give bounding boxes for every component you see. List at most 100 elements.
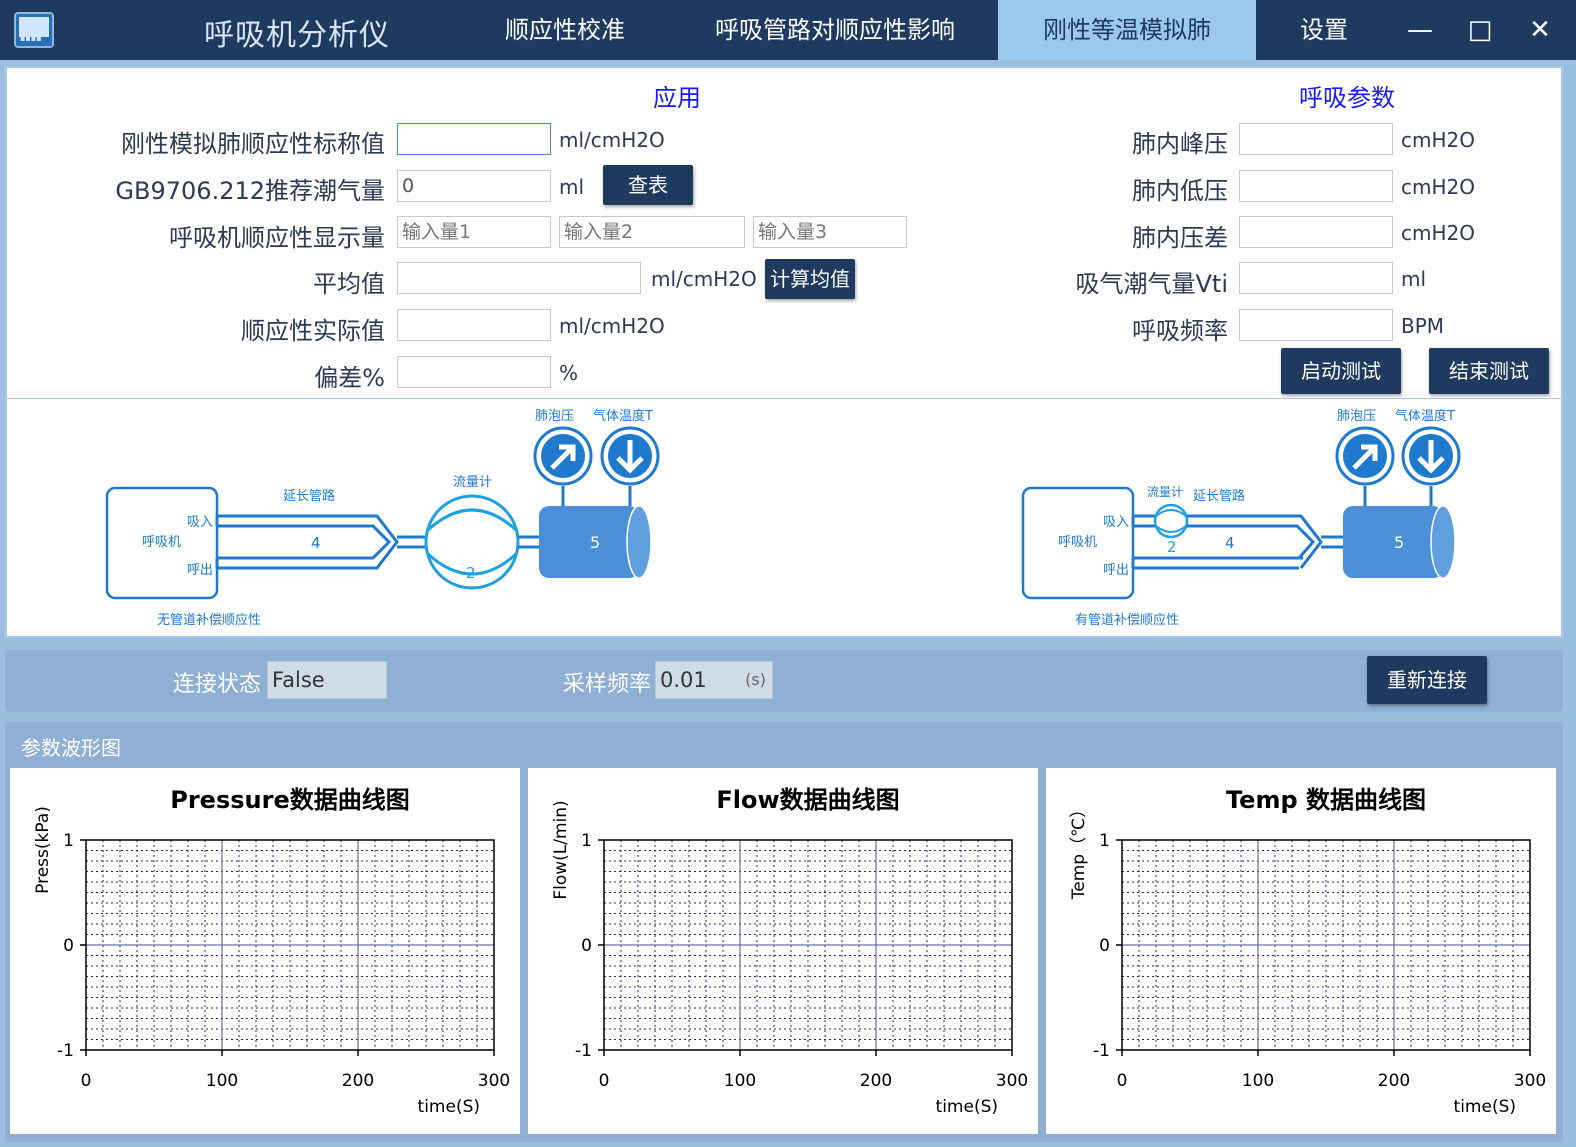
chart-title: Temp 数据曲线图: [1226, 786, 1426, 814]
y-tick-label: 0: [63, 936, 74, 956]
main-panel: 应用 呼吸参数 刚性模拟肺顺应性标称值 ml/cmH2O GB9706.212推…: [5, 66, 1563, 638]
lung-number: 5: [1394, 533, 1404, 552]
alveolar-pressure-label: 肺泡压: [1337, 409, 1376, 424]
nominal-input[interactable]: [397, 123, 551, 155]
tube-number: 4: [1225, 534, 1235, 552]
close-button[interactable]: ✕: [1529, 15, 1551, 45]
y-tick-label: 0: [581, 936, 592, 956]
tidal-label: GB9706.212推荐潮气量: [115, 177, 385, 205]
monitor-icon: ▪▪▪▪: [14, 12, 54, 48]
input-2[interactable]: 输入量2: [559, 216, 745, 248]
gas-temp-label: 气体温度T: [1395, 408, 1455, 424]
breath-params-title: 呼吸参数: [1299, 84, 1395, 112]
low-pressure-input[interactable]: [1239, 170, 1393, 202]
tidal-unit: ml: [559, 175, 585, 199]
tab-settings[interactable]: 设置: [1300, 16, 1348, 44]
alveolar-pressure-label: 肺泡压: [535, 409, 574, 424]
calc-average-button[interactable]: 计算均值: [765, 259, 855, 299]
ventilator-label: 呼吸机: [1058, 535, 1097, 550]
nominal-label: 刚性模拟肺顺应性标称值: [121, 130, 385, 158]
flowmeter-number: 2: [1167, 538, 1177, 556]
start-test-button[interactable]: 启动测试: [1281, 348, 1401, 394]
peak-pressure-input[interactable]: [1239, 123, 1393, 155]
sample-rate-input[interactable]: 0.01 (s): [655, 661, 773, 699]
x-tick-label: 300: [996, 1071, 1028, 1091]
chart-title: Pressure数据曲线图: [170, 786, 409, 814]
deviation-label: 偏差%: [314, 364, 385, 392]
input-3[interactable]: 输入量3: [753, 216, 907, 248]
input-1[interactable]: 输入量1: [397, 216, 551, 248]
x-tick-label: 300: [1514, 1071, 1546, 1091]
tab-rigid-isothermal-lung[interactable]: 刚性等温模拟肺: [998, 0, 1256, 60]
resp-rate-label: 呼吸频率: [1132, 317, 1228, 345]
diagram-without-compensation: 呼吸机 吸入 呼出 延长管路 4 流量计 2 5 肺泡压 气体温度T 无管道补偿…: [105, 408, 660, 628]
x-tick-label: 200: [1378, 1071, 1410, 1091]
app-title: 呼吸机分析仪: [204, 18, 390, 53]
x-tick-label: 0: [81, 1071, 92, 1091]
sample-rate-value: 0.01: [660, 668, 707, 692]
deviation-unit: %: [559, 361, 579, 385]
diagram-with-compensation: 呼吸机 吸入 呼出 流量计 延长管路 2 4 5 肺泡压 气体温度T 有管道补偿…: [1021, 408, 1461, 628]
average-input[interactable]: [397, 262, 641, 294]
x-tick-label: 200: [860, 1071, 892, 1091]
x-tick-label: 100: [724, 1071, 756, 1091]
minimize-button[interactable]: —: [1407, 15, 1433, 45]
peak-pressure-unit: cmH2O: [1401, 128, 1475, 152]
y-tick-label: -1: [1093, 1041, 1110, 1061]
lung-cylinder-icon: [1343, 506, 1443, 578]
lung-number: 5: [590, 533, 600, 552]
flowmeter-icon: [1153, 503, 1189, 539]
actual-input[interactable]: [397, 309, 551, 341]
x-tick-label: 100: [206, 1071, 238, 1091]
vti-input[interactable]: [1239, 262, 1393, 294]
flowmeter-icon: [424, 494, 520, 590]
reconnect-button[interactable]: 重新连接: [1367, 656, 1487, 704]
display-label: 呼吸机顺应性显示量: [169, 224, 385, 252]
y-tick-label: 1: [63, 831, 74, 851]
flowmeter-number: 2: [466, 564, 476, 582]
nominal-unit: ml/cmH2O: [559, 128, 665, 152]
inhale-label: 吸入: [1103, 515, 1129, 530]
x-tick-label: 300: [478, 1071, 510, 1091]
title-bar: ▪▪▪▪ 呼吸机分析仪 顺应性校准 呼吸管路对顺应性影响 刚性等温模拟肺 设置 …: [0, 0, 1576, 60]
lung-cylinder-icon: [539, 506, 639, 578]
tab-compliance-calibration[interactable]: 顺应性校准: [505, 16, 625, 44]
low-pressure-label: 肺内低压: [1132, 177, 1228, 205]
y-axis-label: Press(kPa): [33, 806, 53, 894]
pressure-diff-input[interactable]: [1239, 216, 1393, 248]
resp-rate-input[interactable]: [1239, 309, 1393, 341]
flowmeter-label: 流量计: [1147, 485, 1183, 499]
pressure-diff-label: 肺内压差: [1132, 224, 1228, 252]
gas-temp-label: 气体温度T: [593, 408, 653, 424]
tube-label: 延长管路: [283, 488, 335, 504]
y-axis-label: Flow(L/min): [551, 800, 571, 899]
exhale-label: 呼出: [1103, 563, 1129, 578]
deviation-input[interactable]: [397, 356, 551, 388]
application-title: 应用: [653, 84, 701, 112]
average-unit: ml/cmH2O: [651, 267, 757, 291]
vti-label: 吸气潮气量Vti: [1075, 270, 1229, 298]
flowmeter-label: 流量计: [453, 475, 492, 490]
y-tick-label: 1: [581, 831, 592, 851]
tube-label: 延长管路: [1193, 488, 1245, 504]
tidal-input[interactable]: 0: [397, 170, 551, 202]
connection-value: False: [267, 661, 387, 699]
resp-rate-unit: BPM: [1401, 314, 1445, 338]
pressure-diff-unit: cmH2O: [1401, 221, 1475, 245]
connection-label: 连接状态: [173, 672, 262, 697]
tab-circuit-influence[interactable]: 呼吸管路对顺应性影响: [715, 16, 955, 44]
maximize-button[interactable]: □: [1467, 15, 1493, 45]
chart-title: Flow数据曲线图: [716, 786, 899, 814]
tube-number: 4: [311, 534, 321, 552]
diagram-caption: 有管道补偿顺应性: [1075, 612, 1179, 628]
lookup-button[interactable]: 查表: [603, 165, 693, 205]
average-label: 平均值: [313, 270, 385, 298]
stop-test-button[interactable]: 结束测试: [1429, 348, 1549, 394]
x-tick-label: 100: [1242, 1071, 1274, 1091]
